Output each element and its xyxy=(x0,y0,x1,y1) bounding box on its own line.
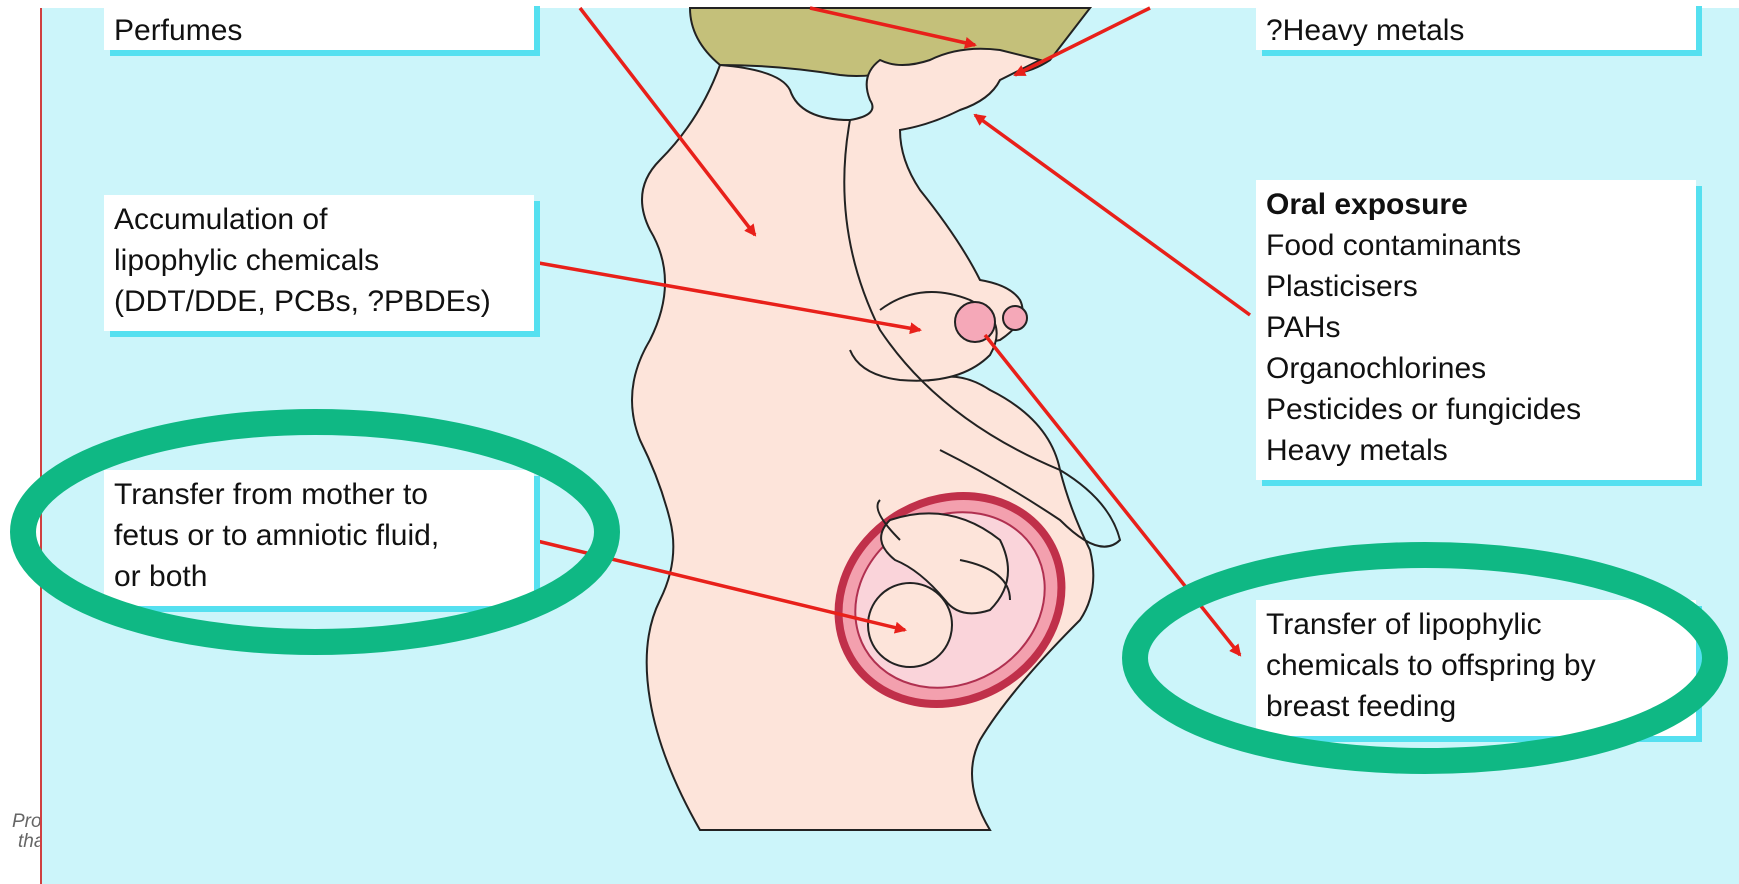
accumulation-line-2: lipophylic chemicals xyxy=(114,240,524,281)
accumulation-line-1: Accumulation of xyxy=(114,199,524,240)
label-perfumes-line: Perfumes xyxy=(114,0,524,51)
nipple-2 xyxy=(1003,306,1027,330)
label-heavy-metals-top: ?Heavy metals xyxy=(1256,0,1696,50)
label-perfumes: Perfumes xyxy=(104,0,534,50)
oral-item-2: Plasticisers xyxy=(1266,266,1686,307)
nipple xyxy=(955,302,995,342)
label-oral-exposure: Oral exposure Food contaminants Plastici… xyxy=(1256,180,1696,480)
fetus-transfer-line-2: fetus or to amniotic fluid, xyxy=(114,515,524,556)
fetus-transfer-line-1: Transfer from mother to xyxy=(114,474,524,515)
label-accumulation: Accumulation of lipophylic chemicals (DD… xyxy=(104,195,534,331)
oral-item-4: Organochlorines xyxy=(1266,348,1686,389)
fetus-transfer-line-3: or both xyxy=(114,556,524,597)
breast-transfer-line-1: Transfer of lipophylic xyxy=(1266,604,1686,645)
oral-exposure-title: Oral exposure xyxy=(1266,184,1686,225)
label-breast-transfer: Transfer of lipophylic chemicals to offs… xyxy=(1256,600,1696,736)
label-fetus-transfer: Transfer from mother to fetus or to amni… xyxy=(104,470,534,606)
oral-item-6: Heavy metals xyxy=(1266,430,1686,471)
arrow-oral-to-mouth xyxy=(975,115,1250,315)
label-heavy-metals-line: ?Heavy metals xyxy=(1266,0,1686,51)
breast-transfer-line-2: chemicals to offspring by xyxy=(1266,645,1686,686)
breast-transfer-line-3: breast feeding xyxy=(1266,686,1686,727)
oral-item-3: PAHs xyxy=(1266,307,1686,348)
oral-item-5: Pesticides or fungicides xyxy=(1266,389,1686,430)
oral-item-1: Food contaminants xyxy=(1266,225,1686,266)
accumulation-line-3: (DDT/DDE, PCBs, ?PBDEs) xyxy=(114,281,524,322)
